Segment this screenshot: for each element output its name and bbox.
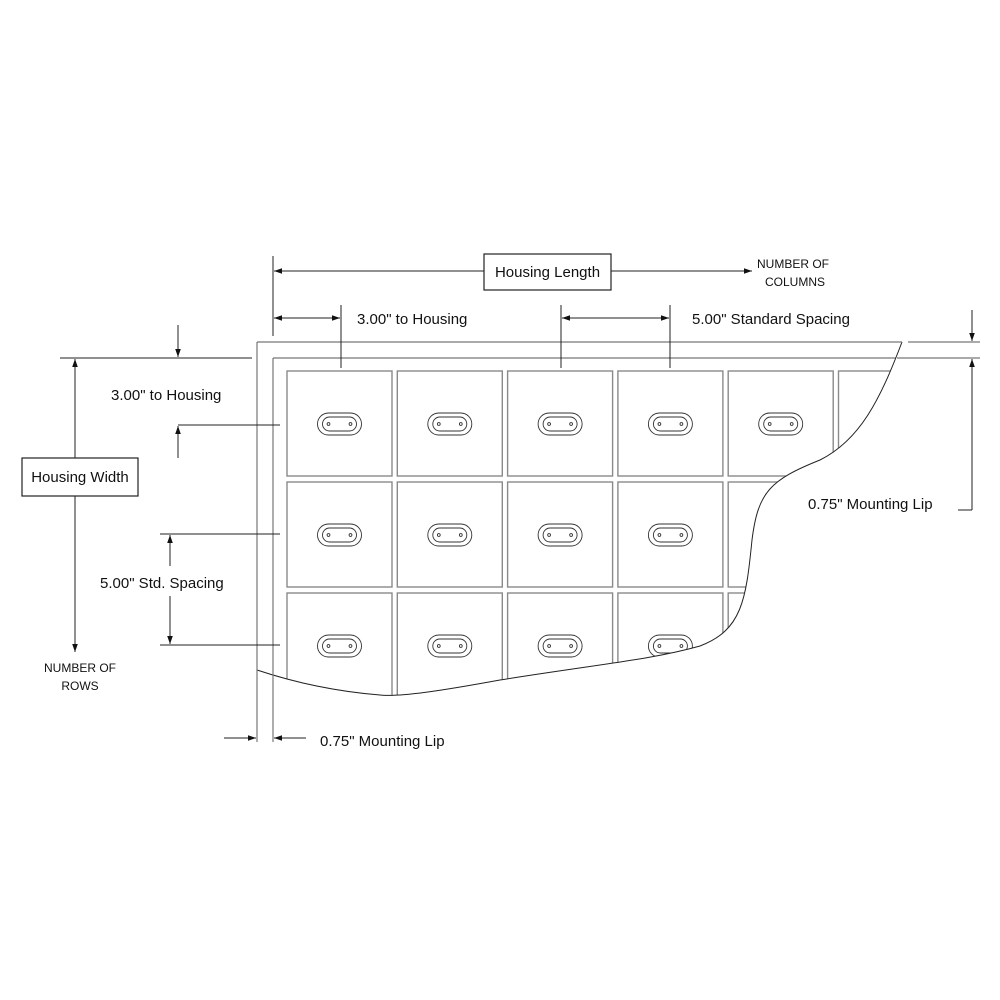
door-cell <box>617 481 724 588</box>
door-handle-icon <box>758 634 804 658</box>
door-handle-icon <box>868 634 902 658</box>
door-cell <box>396 481 503 588</box>
door-cell <box>837 370 902 477</box>
number-of-rows-label: NUMBER OF <box>44 661 116 675</box>
housing-width-label: Housing Width <box>31 469 129 486</box>
door-cell <box>506 592 614 696</box>
door-cell <box>727 592 834 696</box>
door-cell <box>396 370 503 477</box>
number-of-columns-label: COLUMNS <box>765 275 825 289</box>
door-handle-icon <box>647 523 693 547</box>
mounting-lip-bottom-label: 0.75" Mounting Lip <box>320 733 445 750</box>
door-cell <box>286 592 393 696</box>
door-cell <box>617 370 724 477</box>
door-cell <box>727 370 834 477</box>
door-handle-icon <box>868 523 902 547</box>
door-handle-icon <box>427 523 473 547</box>
std-spacing-label: 5.00" Std. Spacing <box>100 575 224 592</box>
door-handle-icon <box>758 412 804 436</box>
door-handle-icon <box>537 412 583 436</box>
door-handle-icon <box>647 412 693 436</box>
to-housing-top-label: 3.00" to Housing <box>357 311 467 328</box>
housing-length-label: Housing Length <box>495 264 600 281</box>
door-cell <box>506 481 614 588</box>
standard-spacing-label: 5.00" Standard Spacing <box>692 311 850 328</box>
door-handle-icon <box>317 412 362 436</box>
door-cell <box>837 592 902 696</box>
door-handle-icon <box>537 634 583 658</box>
number-of-columns-label: NUMBER OF <box>757 257 829 271</box>
door-handle-icon <box>758 523 804 547</box>
door-handle-icon <box>427 634 473 658</box>
door-cell <box>617 592 724 696</box>
door-cell <box>286 481 393 588</box>
door-cell <box>396 592 503 696</box>
door-cell <box>506 370 614 477</box>
break-line <box>256 341 903 696</box>
door-handle-icon <box>427 412 473 436</box>
housing-width-box <box>21 457 139 497</box>
to-housing-left-label: 3.00" to Housing <box>111 387 221 404</box>
number-of-rows-label: ROWS <box>61 679 98 693</box>
door-cell <box>286 370 393 477</box>
mounting-lip-right-label: 0.75" Mounting Lip <box>808 496 933 513</box>
door-handle-icon <box>868 412 902 436</box>
housing-length-box <box>483 253 612 291</box>
housing-body <box>257 342 902 696</box>
door-handle-icon <box>317 634 362 658</box>
door-handle-icon <box>537 523 583 547</box>
door-handle-icon <box>317 523 362 547</box>
